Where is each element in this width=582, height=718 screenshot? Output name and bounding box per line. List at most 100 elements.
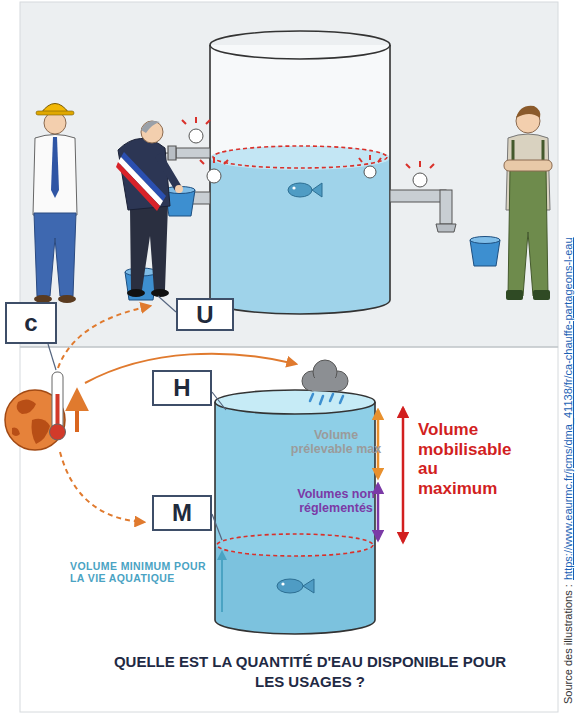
engineer-figure: [36, 111, 74, 115]
source-link: https://www.eaurmc.fr/jcms/dma_41138/fr/…: [562, 237, 575, 580]
leader-line: [212, 514, 222, 540]
top-reservoir: [312, 183, 322, 197]
top-reservoir: [292, 186, 295, 189]
bottom-reservoir: [277, 579, 303, 593]
warming-globe: [52, 372, 63, 430]
leader-line: [212, 392, 226, 410]
volume-arrow: [377, 484, 380, 540]
bottom-reservoir: [281, 582, 284, 585]
panel-separator: [20, 346, 558, 348]
pipe-network: [436, 224, 456, 232]
panel-background: [20, 347, 558, 712]
warming-globe: [17, 399, 36, 414]
engineer-figure: [33, 135, 77, 216]
pressure-gauge: [189, 129, 203, 143]
bottom-reservoir: [215, 545, 375, 634]
bottom-reservoir: [217, 534, 373, 556]
engineer-figure: [34, 213, 76, 296]
warming-effect-arrow: [58, 306, 150, 368]
callout-letter: U: [196, 301, 213, 329]
panel-background: [20, 2, 558, 347]
pressure-gauge: [182, 117, 210, 124]
mayor-figure: [175, 185, 183, 193]
mayor-figure: [116, 121, 183, 297]
source-note: Source des illustrations :: [562, 584, 575, 704]
volume-arrow: [221, 552, 223, 612]
caption-question: QUELLE EST LA QUANTITÉ D'EAU DISPONIBLE …: [100, 652, 520, 693]
engineer-figure: [51, 137, 59, 198]
top-reservoir: [210, 45, 390, 314]
pipe-network: [176, 148, 210, 158]
water-bucket: [470, 237, 500, 244]
farmer-figure: [504, 160, 552, 171]
pipe-network: [140, 146, 456, 232]
warming-globe: [32, 419, 51, 444]
warming-globe: [12, 428, 20, 436]
engineer-figure: [33, 104, 77, 304]
pipe-network: [390, 190, 446, 202]
pressure-gauge: [182, 117, 434, 187]
farmer-figure: [533, 290, 550, 300]
top-reservoir: [213, 146, 387, 168]
mayor-figure: [118, 157, 163, 206]
top-reservoir: [210, 146, 390, 170]
volume-arrow: [402, 408, 405, 542]
pipe-network: [440, 190, 452, 224]
volume-arrow: [222, 408, 403, 612]
mayor-figure: [141, 121, 160, 133]
callout-letter: M: [172, 499, 192, 527]
warming-globe: [50, 424, 66, 440]
top-reservoir: [288, 183, 312, 197]
water-bucket: [125, 187, 500, 301]
warming-globe: [5, 372, 77, 450]
callout-box: M: [152, 495, 212, 531]
callout-box: c: [5, 302, 57, 344]
farmer-figure: [504, 106, 552, 300]
warming-globe: [75, 392, 79, 432]
top-reservoir: [210, 31, 390, 314]
volume-label: Volumes non réglementés: [286, 487, 386, 516]
engineer-figure: [58, 295, 76, 303]
callout-letter: c: [24, 309, 37, 337]
pressure-gauge: [207, 169, 221, 183]
mayor-figure: [151, 289, 169, 297]
pressure-gauge: [413, 173, 427, 187]
bottom-reservoir: [215, 390, 375, 414]
leader-line: [158, 296, 176, 312]
pressure-gauge: [406, 161, 434, 168]
rain-cloud: [310, 394, 343, 404]
pressure-gauge: [359, 155, 381, 162]
engineer-figure: [44, 112, 66, 134]
panel-background: [20, 2, 558, 712]
farmer-figure: [516, 106, 540, 118]
mayor-figure: [116, 162, 160, 211]
callout-box: U: [176, 298, 234, 331]
rain-cloud: [302, 360, 348, 404]
farmer-figure: [506, 290, 523, 300]
rain-cloud: [312, 378, 338, 391]
pressure-gauge: [364, 166, 376, 178]
top-reservoir: [210, 146, 390, 314]
mayor-figure: [160, 158, 178, 188]
mayor-figure: [141, 121, 163, 143]
callout-box: H: [152, 370, 212, 406]
top-reservoir: [210, 31, 390, 59]
volume-label: Volume mobilisable au maximum: [418, 420, 518, 498]
callout-letter: H: [173, 374, 190, 402]
warming-globe: [5, 390, 65, 450]
minimum-volume-note: VOLUME MINIMUM POUR LA VIE AQUATIQUE: [70, 560, 216, 584]
leader-line: [48, 296, 226, 540]
pressure-gauge: [200, 157, 228, 164]
mayor-figure: [127, 289, 145, 297]
top-reservoir: [210, 45, 390, 314]
mayor-figure: [130, 205, 168, 290]
bottom-reservoir: [303, 579, 314, 593]
warming-effect-arrow: [58, 306, 296, 522]
farmer-figure: [508, 168, 548, 296]
warming-effect-arrow: [60, 452, 144, 522]
leader-line: [48, 344, 56, 370]
